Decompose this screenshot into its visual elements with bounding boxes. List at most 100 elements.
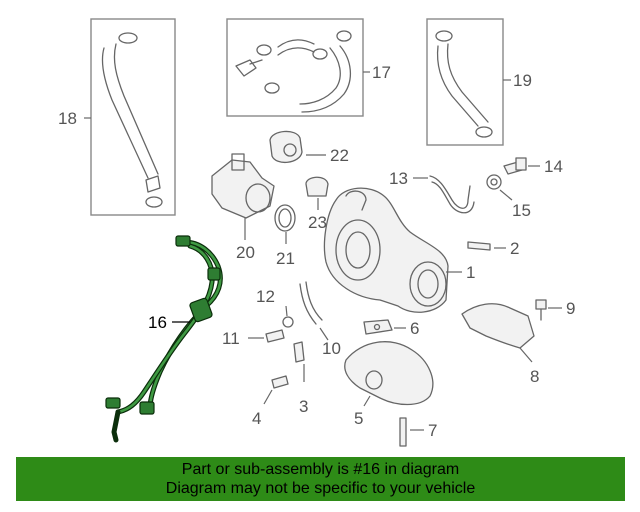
part-17-group: 17 — [226, 18, 391, 117]
part-7-group: 7 — [399, 417, 437, 447]
part-16-bracket — [189, 297, 213, 323]
part-19-clamp-bottom — [475, 126, 493, 138]
part-6-gasket — [363, 319, 393, 335]
part-18-clamp-top — [118, 32, 138, 44]
part-11-bolt — [265, 329, 285, 343]
part-16-fitting-top — [175, 235, 191, 247]
part-19-hose — [436, 43, 489, 127]
banner-line-1: Part or sub-assembly is #16 in diagram — [181, 461, 460, 478]
part-16-group: 16 — [105, 235, 223, 443]
part-1-compressor-inner — [345, 231, 371, 269]
part-9-group: 9 — [535, 299, 575, 321]
callout-22: 22 — [330, 146, 349, 165]
callout-23: 23 — [308, 213, 327, 232]
part-8-group: 8 — [461, 303, 539, 386]
leader-8 — [519, 347, 533, 363]
part-17-hose-b — [299, 45, 351, 113]
part-18-box — [90, 18, 176, 216]
callout-11: 11 — [222, 329, 240, 348]
part-22-actuator — [269, 130, 303, 163]
callout-7: 7 — [428, 421, 437, 440]
callout-9: 9 — [566, 299, 575, 318]
part-17-clamp-1 — [256, 44, 272, 56]
leader-10 — [319, 327, 329, 341]
callout-15: 15 — [512, 201, 531, 220]
part-21-gasket — [274, 204, 296, 232]
callout-5: 5 — [354, 409, 363, 428]
part-13-group: 13 — [389, 169, 475, 214]
callout-2: 2 — [510, 239, 519, 258]
leader-5 — [363, 395, 371, 407]
callout-14: 14 — [544, 157, 563, 176]
leader-4 — [263, 389, 273, 405]
part-12-group: 12 — [256, 287, 294, 328]
part-16-pipe-tail — [111, 409, 121, 443]
part-15-washer — [486, 174, 502, 190]
part-8-shield — [461, 303, 535, 349]
part-10-group: 10 — [299, 281, 341, 358]
part-1-inlet — [345, 190, 367, 211]
part-1-compressor — [335, 219, 381, 281]
part-13-pipe — [429, 175, 475, 214]
part-23-group: 23 — [305, 176, 329, 232]
callout-12: 12 — [256, 287, 275, 306]
part-20-valve — [211, 159, 275, 219]
part-6-hole — [373, 323, 381, 331]
part-9-head — [535, 299, 547, 310]
part-4-group: 4 — [252, 375, 289, 428]
part-17-hose-a — [277, 39, 315, 56]
callout-8: 8 — [530, 367, 539, 386]
part-10-pipe — [299, 281, 323, 325]
part-1-group: 1 — [323, 187, 475, 313]
part-23-clamp — [305, 176, 329, 197]
callout-20: 20 — [236, 243, 255, 262]
callout-1: 1 — [466, 263, 475, 282]
part-3-group: 3 — [293, 341, 308, 416]
part-17-fitting — [235, 59, 263, 77]
part-18-clamp-bottom — [145, 196, 163, 208]
part-15-washer-hole — [490, 178, 498, 186]
part-20-port — [231, 153, 245, 171]
part-2-stud — [467, 241, 491, 251]
part-5-manifold — [344, 341, 434, 406]
callout-4: 4 — [252, 409, 261, 428]
part-1-outlet — [409, 261, 447, 307]
callout-16: 16 — [148, 313, 167, 332]
part-16-fitting-mid — [207, 267, 221, 281]
part-19-group: 19 — [426, 18, 532, 146]
part-15-group: 15 — [486, 174, 531, 220]
part-12-washer — [282, 316, 294, 328]
part-5-port — [365, 370, 383, 390]
part-11-group: 11 — [222, 329, 285, 348]
callout-19: 19 — [513, 71, 532, 90]
callout-3: 3 — [299, 397, 308, 416]
part-20-flange — [245, 183, 271, 213]
part-17-clamp-2 — [336, 30, 352, 42]
banner-line-2: Diagram may not be specific to your vehi… — [165, 480, 476, 497]
part-14-head — [515, 157, 527, 171]
leader-12 — [285, 305, 288, 317]
callout-10: 10 — [322, 339, 341, 358]
part-16-fitting-bottom-a — [105, 397, 121, 409]
part-16-fitting-bottom-b — [139, 401, 155, 415]
part-14-group: 14 — [503, 157, 563, 176]
part-20-group: 20 — [211, 153, 275, 262]
callout-17: 17 — [372, 63, 391, 82]
leader-15 — [499, 189, 513, 201]
part-21-gasket-inner — [278, 208, 292, 228]
part-4-bolt — [271, 375, 289, 389]
callout-18: 18 — [58, 109, 77, 128]
part-18-end — [145, 175, 161, 193]
part-19-box — [426, 18, 504, 146]
part-7-stud — [399, 417, 407, 447]
info-banner: Part or sub-assembly is #16 in diagram D… — [16, 457, 625, 501]
part-17-box — [226, 18, 364, 117]
callout-13: 13 — [389, 169, 408, 188]
part-18-hose — [101, 43, 159, 179]
callout-21: 21 — [276, 249, 295, 268]
part-21-group: 21 — [274, 204, 296, 268]
part-1-outlet-inner — [417, 269, 439, 299]
part-19-clamp-top — [435, 30, 453, 42]
part-18-group: 18 — [58, 18, 176, 216]
